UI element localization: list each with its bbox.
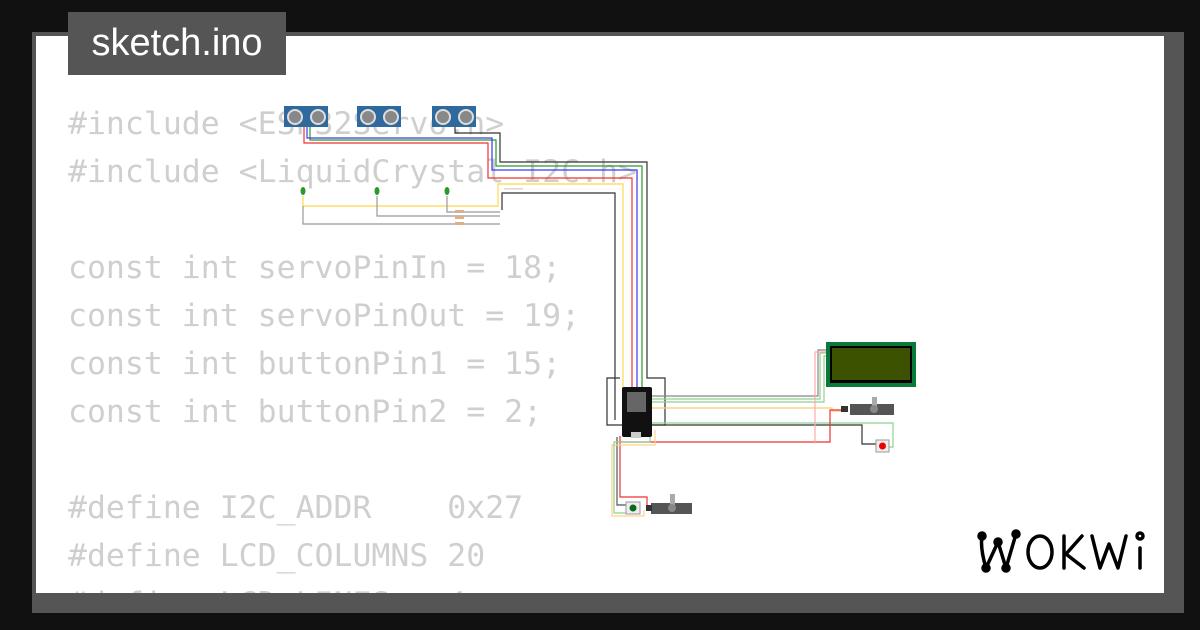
wire-black bbox=[501, 192, 616, 420]
code-line: const int servoPinIn = 18; bbox=[68, 250, 562, 286]
file-tab: sketch.ino bbox=[68, 12, 286, 75]
wires bbox=[302, 127, 894, 517]
servo-motor bbox=[841, 397, 894, 415]
push-button-green bbox=[625, 501, 641, 515]
wire-yellow bbox=[302, 183, 624, 400]
wire-pink bbox=[814, 351, 828, 442]
code-line: const int buttonPin1 = 15; bbox=[68, 346, 562, 382]
ultrasonic-sensor-3 bbox=[432, 106, 476, 127]
code-line: #define I2C_ADDR 0x27 bbox=[68, 490, 524, 526]
led-green bbox=[444, 187, 450, 195]
servo-motor bbox=[646, 494, 692, 514]
wire-black bbox=[616, 437, 626, 506]
code-line: const int buttonPin2 = 2; bbox=[68, 394, 543, 430]
ultrasonic-sensor-2 bbox=[357, 106, 401, 127]
wire-gray bbox=[446, 196, 500, 213]
resistor bbox=[455, 216, 464, 219]
led-green bbox=[374, 187, 380, 195]
wire-green bbox=[652, 422, 894, 448]
wire-black bbox=[454, 127, 666, 426]
wire-red bbox=[303, 127, 633, 388]
wire-green bbox=[652, 355, 828, 403]
preview-card: #include <ESP32Servo.h>#include <LiquidC… bbox=[36, 36, 1164, 593]
wire-green bbox=[309, 127, 643, 388]
wire-black bbox=[652, 424, 876, 445]
wokwi-logo bbox=[977, 529, 1145, 573]
wire-yellow bbox=[611, 430, 656, 517]
wire-red bbox=[619, 409, 848, 443]
wire-red bbox=[619, 442, 650, 508]
code-line: #include <LiquidCrystal_I2C.h> bbox=[68, 154, 637, 190]
wire-green bbox=[652, 352, 828, 400]
wire-orange bbox=[652, 407, 848, 412]
resistor bbox=[455, 222, 464, 225]
wire-green bbox=[613, 430, 651, 514]
esp32-board bbox=[622, 387, 652, 438]
led-green bbox=[300, 187, 306, 195]
lcd-display bbox=[826, 342, 916, 387]
code-line: #define LCD_LINES 4 bbox=[68, 580, 637, 593]
wire-gray bbox=[302, 206, 500, 225]
wire-blue bbox=[306, 127, 638, 388]
code-line: const int servoPinOut = 19; bbox=[68, 298, 581, 334]
code-line: #define LCD_COLUMNS 20 bbox=[68, 538, 486, 574]
push-button-red bbox=[875, 439, 890, 453]
wire-gray bbox=[652, 349, 828, 397]
resistor bbox=[455, 210, 464, 213]
ultrasonic-sensor-1 bbox=[284, 106, 328, 127]
